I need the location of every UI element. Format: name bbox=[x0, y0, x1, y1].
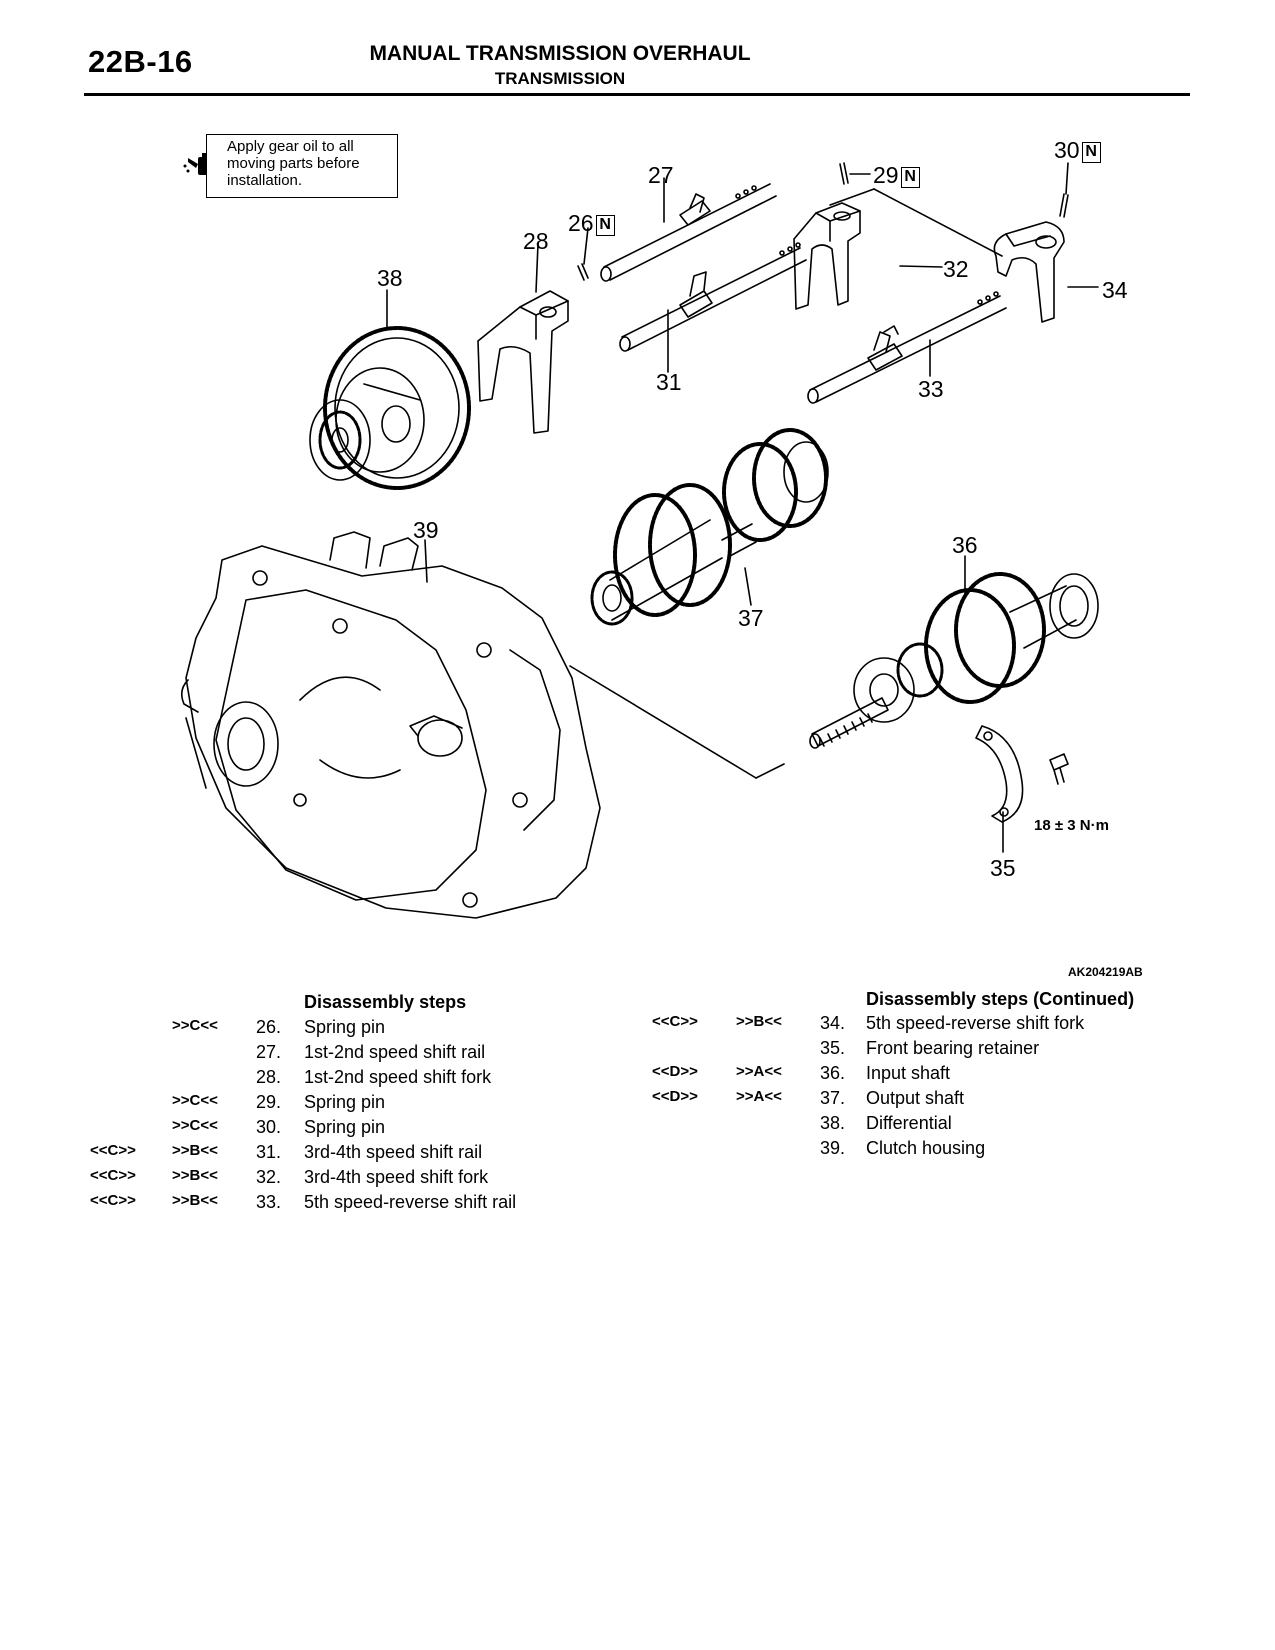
ref-code-1: <<C>> bbox=[90, 1192, 136, 1209]
step-number: 30. bbox=[256, 1117, 282, 1137]
step-number: 27. bbox=[256, 1042, 282, 1062]
new-part-mark: N bbox=[595, 215, 615, 236]
step-number: 29. bbox=[256, 1092, 282, 1112]
part-label-39: 39 bbox=[413, 517, 439, 543]
ref-code-2: >>C<< bbox=[172, 1117, 218, 1134]
header-rule bbox=[84, 93, 1190, 96]
figure-id: AK204219AB bbox=[1068, 965, 1143, 979]
step-number: 37. bbox=[820, 1088, 846, 1108]
part-number: 30 bbox=[1054, 137, 1080, 163]
step-name: Spring pin bbox=[304, 1017, 386, 1037]
exploded-view-diagram bbox=[180, 162, 1099, 919]
front-bearing-retainer-35 bbox=[975, 725, 1069, 823]
step-number: 35. bbox=[820, 1038, 846, 1058]
ref-code-2: >>C<< bbox=[172, 1092, 218, 1109]
step-name: 1st-2nd speed shift fork bbox=[304, 1067, 492, 1087]
part-label-34: 34 bbox=[1102, 277, 1128, 303]
ref-code-1: <<C>> bbox=[90, 1167, 136, 1184]
shift-fork-28 bbox=[477, 290, 569, 434]
part-label-31: 31 bbox=[656, 369, 682, 395]
part-label-27: 27 bbox=[648, 162, 674, 188]
page-number: 22B-16 bbox=[88, 44, 193, 79]
differential-38 bbox=[309, 326, 471, 490]
shift-fork-32 bbox=[793, 202, 861, 310]
torque-spec: 18 ± 3 N·m bbox=[1034, 817, 1109, 834]
part-number: 26 bbox=[568, 210, 594, 236]
shift-rail-27 bbox=[600, 183, 777, 282]
output-shaft-37 bbox=[590, 428, 829, 626]
step-name: 5th speed-reverse shift rail bbox=[304, 1192, 517, 1212]
part-label-35: 35 bbox=[990, 855, 1016, 881]
spring-pins bbox=[577, 162, 1069, 281]
ref-code-1: <<D>> bbox=[652, 1088, 698, 1105]
step-number: 33. bbox=[256, 1192, 282, 1212]
shift-rail-31 bbox=[619, 242, 807, 352]
page-title: MANUAL TRANSMISSION OVERHAUL bbox=[369, 42, 751, 65]
steps-heading-continued: Disassembly steps (Continued) bbox=[866, 989, 1135, 1009]
ref-code-2: >>B<< bbox=[172, 1192, 218, 1209]
step-name: Spring pin bbox=[304, 1117, 386, 1137]
part-label-37: 37 bbox=[738, 605, 764, 631]
ref-code-2: >>B<< bbox=[172, 1142, 218, 1159]
step-name: 3rd-4th speed shift fork bbox=[304, 1167, 489, 1187]
ref-code-2: >>B<< bbox=[172, 1167, 218, 1184]
ref-code-1: <<D>> bbox=[652, 1063, 698, 1080]
part-label-32: 32 bbox=[943, 256, 969, 282]
step-name: Output shaft bbox=[866, 1088, 965, 1108]
step-name: Clutch housing bbox=[866, 1138, 986, 1158]
input-shaft-36 bbox=[809, 572, 1099, 749]
step-name: Front bearing retainer bbox=[866, 1038, 1040, 1058]
ref-code-1: <<C>> bbox=[90, 1142, 136, 1159]
step-number: 38. bbox=[820, 1113, 846, 1133]
step-name: 5th speed-reverse shift fork bbox=[866, 1013, 1085, 1033]
step-number: 28. bbox=[256, 1067, 282, 1087]
step-name: Input shaft bbox=[866, 1063, 951, 1083]
step-number: 26. bbox=[256, 1017, 282, 1037]
part-label-28: 28 bbox=[523, 228, 549, 254]
ref-code-1: <<C>> bbox=[652, 1013, 698, 1030]
step-number: 32. bbox=[256, 1167, 282, 1187]
step-name: Spring pin bbox=[304, 1092, 386, 1112]
new-part-mark: N bbox=[900, 167, 920, 188]
shift-fork-34 bbox=[993, 221, 1065, 323]
part-number: 29 bbox=[873, 162, 899, 188]
part-label-38: 38 bbox=[377, 265, 403, 291]
new-part-mark: N bbox=[1081, 142, 1101, 163]
part-label-36: 36 bbox=[952, 532, 978, 558]
step-name: 3rd-4th speed shift rail bbox=[304, 1142, 483, 1162]
step-number: 39. bbox=[820, 1138, 846, 1158]
ref-code-2: >>A<< bbox=[736, 1088, 782, 1105]
page-subtitle: TRANSMISSION bbox=[494, 69, 626, 88]
clutch-housing-39 bbox=[180, 531, 601, 919]
ref-code-2: >>C<< bbox=[172, 1017, 218, 1034]
step-number: 31. bbox=[256, 1142, 282, 1162]
part-label-33: 33 bbox=[918, 376, 944, 402]
steps-heading: Disassembly steps bbox=[304, 992, 467, 1012]
step-number: 34. bbox=[820, 1013, 846, 1033]
gear-oil-callout: Apply gear oil to all moving parts befor… bbox=[206, 134, 398, 198]
step-number: 36. bbox=[820, 1063, 846, 1083]
step-name: Differential bbox=[866, 1113, 952, 1133]
ref-code-2: >>A<< bbox=[736, 1063, 782, 1080]
ref-code-2: >>B<< bbox=[736, 1013, 782, 1030]
step-name: 1st-2nd speed shift rail bbox=[304, 1042, 486, 1062]
shift-rail-33 bbox=[807, 291, 1007, 404]
